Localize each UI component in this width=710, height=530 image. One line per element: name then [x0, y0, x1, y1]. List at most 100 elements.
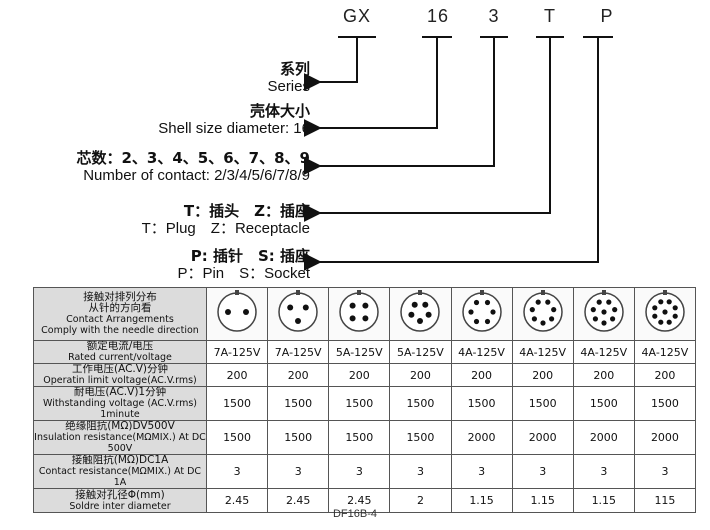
- table-cell: 4A-125V: [450, 340, 513, 364]
- pin-dot: [295, 318, 302, 324]
- table-cell: 1500: [389, 420, 452, 455]
- pin-dot: [467, 309, 474, 315]
- pin-dot: [540, 320, 546, 326]
- table-cell: 1500: [450, 386, 513, 421]
- pin-dot: [484, 299, 490, 306]
- connector-ring: [217, 292, 257, 332]
- table-cell: 200: [267, 363, 330, 387]
- table-cell: 2000: [572, 420, 635, 455]
- code-series: GX: [342, 6, 371, 26]
- contact-arrangement-cell: [633, 287, 697, 341]
- table-cell: 200: [450, 363, 513, 387]
- table-cell: 3: [511, 454, 574, 489]
- pin-dot: [601, 309, 607, 315]
- pin-dot: [225, 309, 232, 315]
- table-cell: 7A-125V: [267, 340, 330, 364]
- table-cell: 1500: [389, 386, 452, 421]
- connector-key: [418, 290, 423, 295]
- connector-face-icon: [278, 290, 318, 332]
- row-header-zh: 耐电压(AC.V)1分钟: [73, 386, 167, 398]
- leader-shell: [303, 37, 438, 137]
- connector-face-icon: [645, 290, 685, 332]
- table-cell: 1500: [572, 386, 635, 421]
- label-shell-zh: 壳体大小: [249, 102, 310, 120]
- table-cell: 2.45: [205, 488, 269, 513]
- connector-face-icon: [339, 290, 380, 332]
- leader-contacts: [303, 37, 495, 175]
- connector-key: [235, 290, 240, 295]
- label-shell-en: Shell size diameter: 16: [158, 120, 310, 137]
- label-shell: 壳体大小 Shell size diameter: 16: [158, 102, 310, 138]
- pin-dot: [548, 316, 554, 322]
- table-cell: 200: [389, 363, 452, 387]
- contact-arrangement-cell: [450, 287, 513, 341]
- connector-key: [540, 290, 545, 295]
- label-plug-en: T：Plug Z：Receptacle: [141, 220, 310, 237]
- pin-dot: [652, 305, 658, 311]
- table-cell: 200: [205, 363, 269, 387]
- connector-face-icon: [400, 290, 441, 332]
- table-cell: 2.45: [267, 488, 330, 513]
- label-contacts: 芯数：2、3、4、5、6、7、8、9 Number of contact: 2/…: [77, 149, 311, 185]
- connector-key: [479, 290, 484, 295]
- table-cell: 1500: [205, 386, 269, 421]
- row-header-zh: 绝缘阻抗(MΩ)DV500V: [65, 420, 175, 432]
- pin-dot: [601, 320, 607, 326]
- row-header-en: Insulation resistance(MΩMIX.) At DC 500V: [34, 432, 206, 454]
- contact-arrangement-cell: [511, 287, 574, 341]
- table-cell: 3: [328, 454, 391, 489]
- contact-arrangement-cell: [572, 287, 635, 341]
- label-plug-zh: T：插头 Z：插座: [183, 202, 310, 220]
- table-cell: 7A-125V: [205, 340, 269, 364]
- table-cell: 2.45: [328, 488, 391, 513]
- table-cell: 3: [205, 454, 269, 489]
- table-cell: 200: [328, 363, 391, 387]
- pin-dot: [590, 307, 596, 313]
- row-header-en: Operatin limit voltage(AC.V.rms): [43, 375, 197, 386]
- connector-ring: [339, 292, 380, 332]
- pin-dot: [529, 307, 535, 313]
- table-cell: 1500: [267, 386, 330, 421]
- label-plug: T：插头 Z：插座 T：Plug Z：Receptacle: [142, 202, 310, 238]
- pin-dot: [592, 316, 598, 322]
- contact-arrangement-cell: [328, 287, 391, 341]
- pin-dot: [666, 319, 672, 325]
- pin-dot: [609, 316, 616, 322]
- pin-dot: [349, 315, 356, 322]
- leader-pin: [303, 37, 599, 271]
- pin-dot: [302, 304, 309, 311]
- table-cell: 5A-125V: [389, 340, 452, 364]
- connector-key: [296, 290, 301, 295]
- pin-dot: [473, 299, 479, 306]
- pin-dot: [484, 318, 490, 325]
- table-cell: 200: [511, 363, 574, 387]
- table-cell: 4A-125V: [572, 340, 635, 364]
- row-header-en: Contact Arrangements Comply with the nee…: [41, 314, 199, 336]
- table-cell: 5A-125V: [328, 340, 391, 364]
- pin-dot: [666, 299, 672, 305]
- pin-dot: [473, 318, 479, 325]
- table-cell: 1500: [511, 386, 574, 421]
- pin-dot: [596, 299, 602, 305]
- table-cell: 4A-125V: [511, 340, 574, 364]
- row-header-zh: 接触对孔径Φ(mm): [75, 488, 165, 501]
- pin-dot: [658, 319, 664, 325]
- table-cell: 1500: [267, 420, 330, 455]
- connector-key: [357, 290, 362, 295]
- table-cell: 200: [572, 363, 635, 387]
- table-cell: 3: [633, 454, 697, 489]
- pin-dot: [417, 318, 424, 324]
- table-cell: 2000: [633, 420, 697, 455]
- table-cell: 1500: [633, 386, 697, 421]
- pin-dot: [531, 316, 537, 322]
- connector-key: [662, 290, 667, 295]
- row-header-en: Rated current/voltage: [68, 352, 172, 363]
- label-pin: P: 插针 S: 插座 P：Pin S：Socket: [177, 247, 310, 283]
